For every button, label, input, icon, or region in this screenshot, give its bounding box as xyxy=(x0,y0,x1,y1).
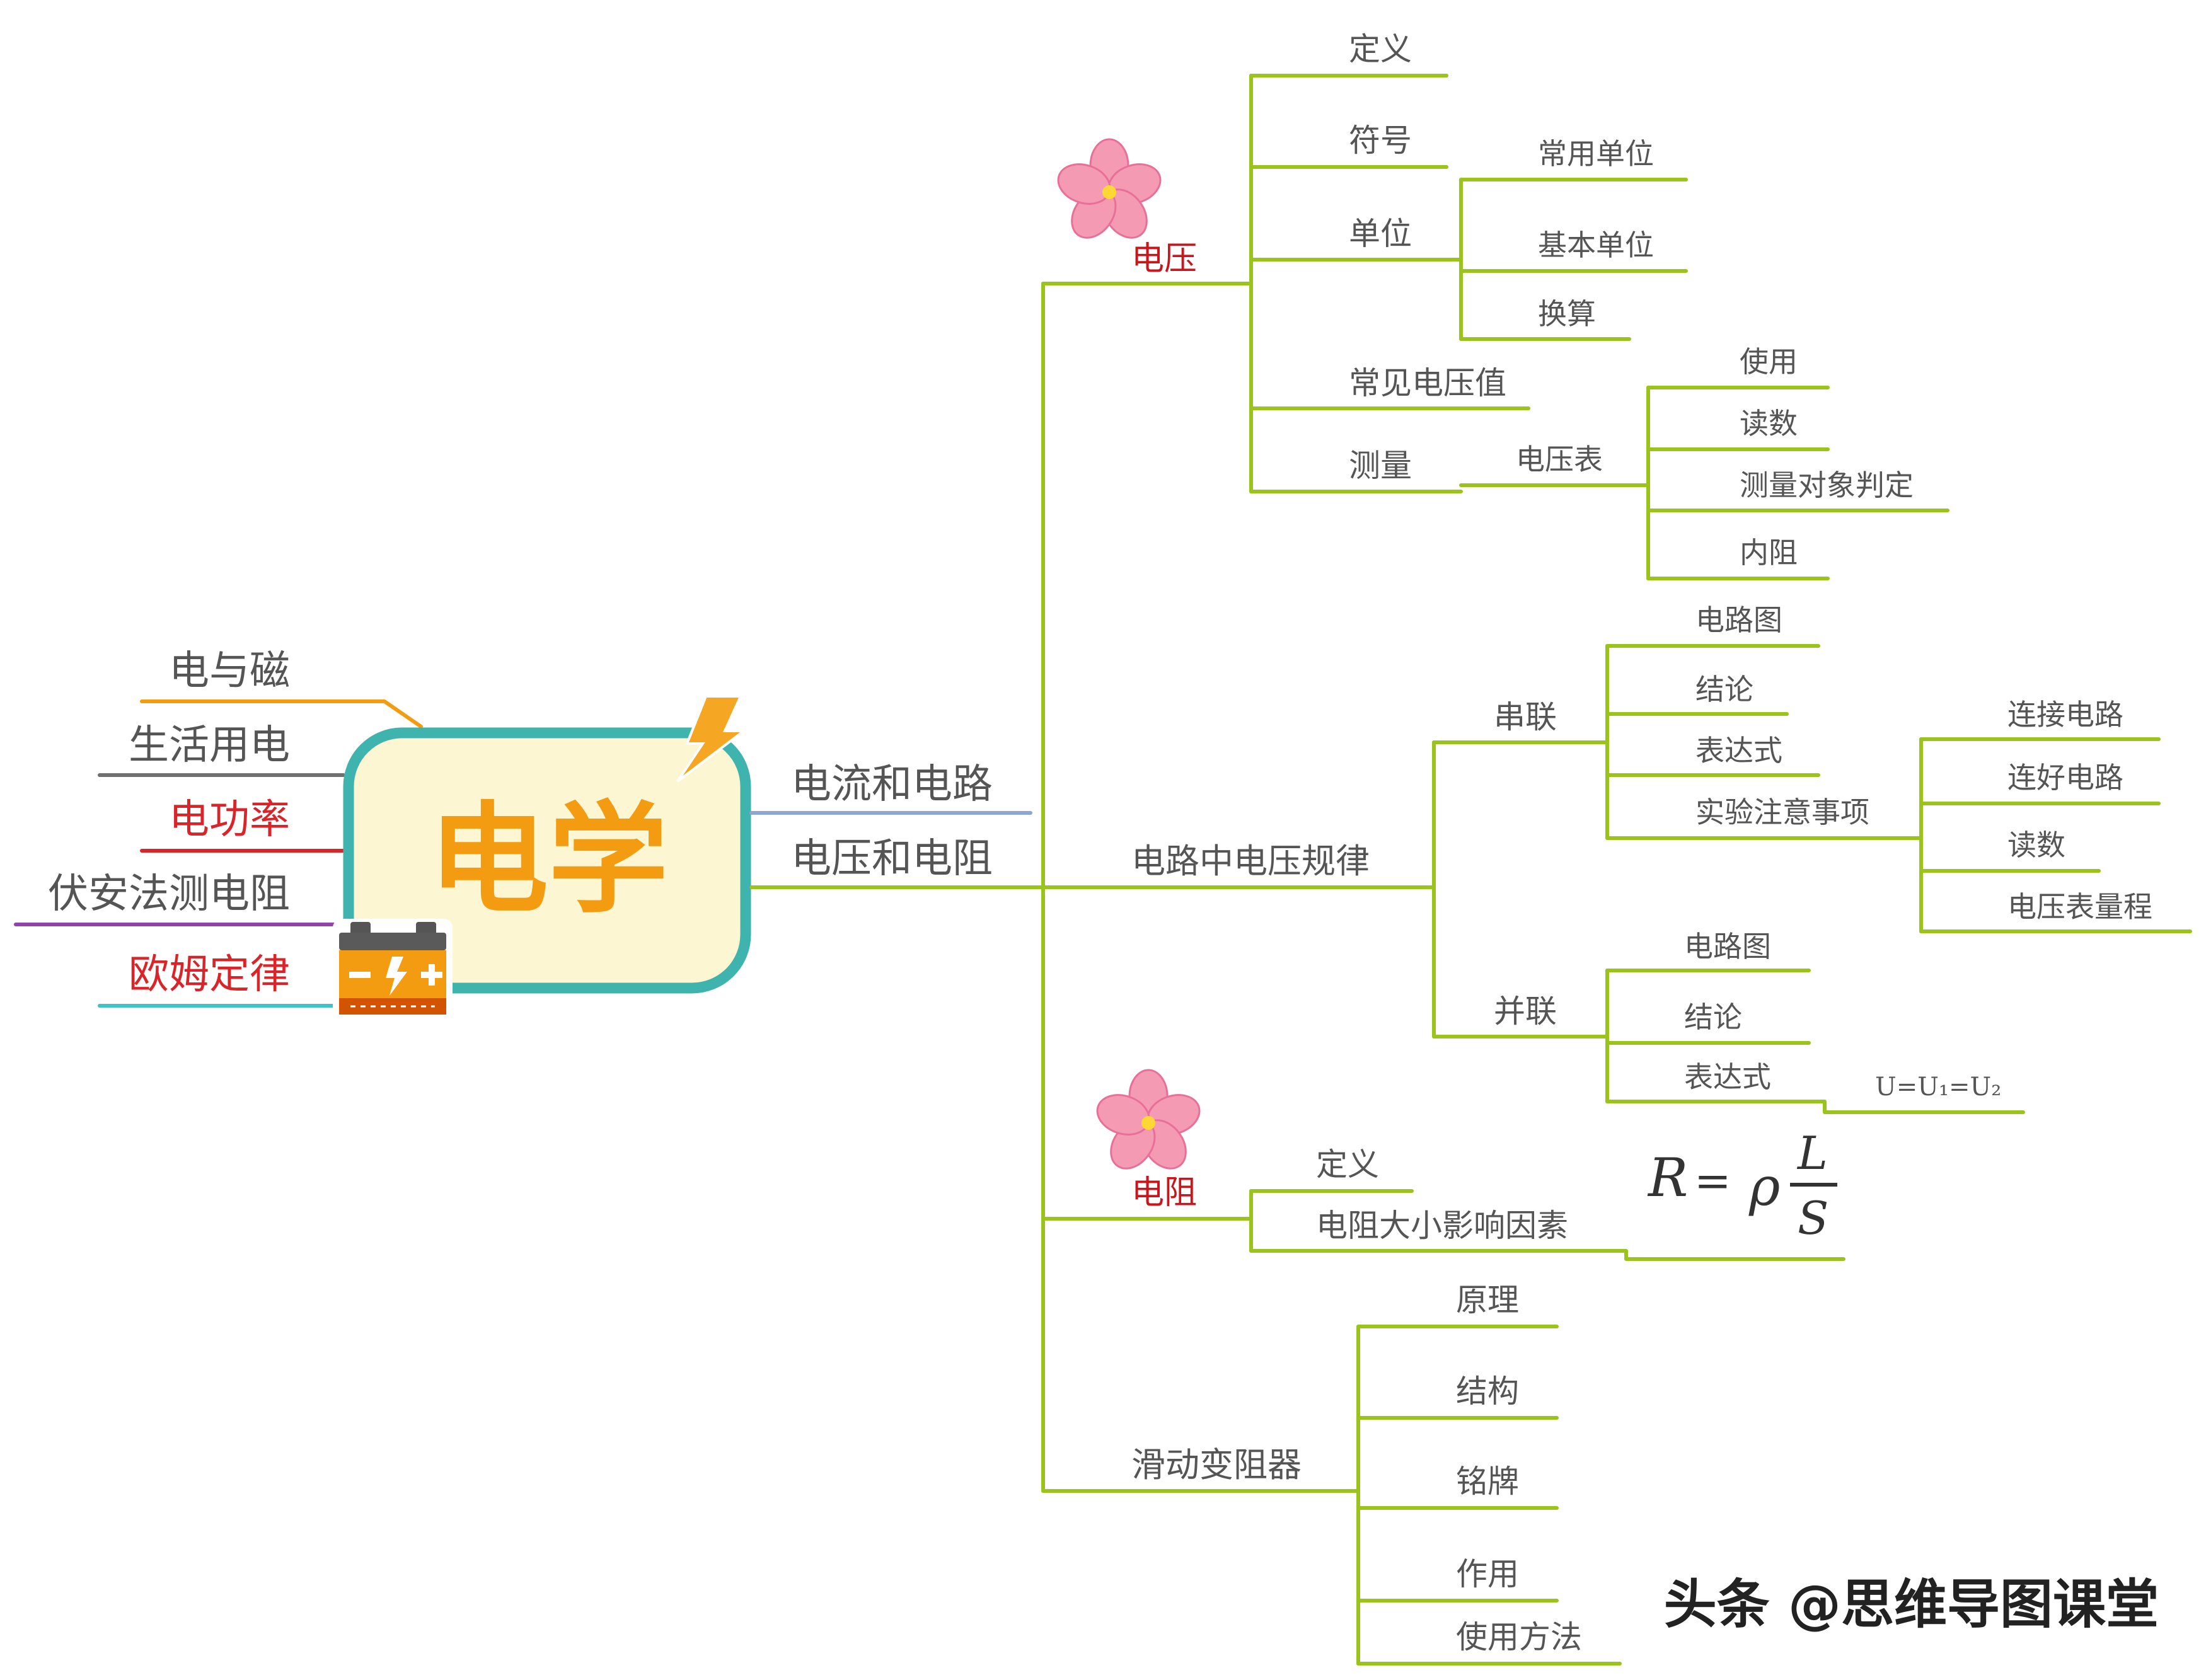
meter-internal-resistance[interactable]: 内阻 xyxy=(1740,536,1798,570)
meter-target[interactable]: 测量对象判定 xyxy=(1740,468,1914,502)
voltmeter[interactable]: 电压表 xyxy=(1516,442,1603,476)
branch-voltage-resistance[interactable]: 电压和电阻 xyxy=(791,836,993,882)
svg-text:R: R xyxy=(1647,1147,1688,1209)
left-branch-voltammetry[interactable]: 伏安法测电阻 xyxy=(48,871,290,918)
left-branch-em[interactable]: 电与磁 xyxy=(169,648,290,694)
svg-text:L: L xyxy=(1796,1127,1828,1180)
series-experiment-notes[interactable]: 实验注意事项 xyxy=(1695,795,1869,829)
parallel-formula: U=U₁=U₂ xyxy=(1875,1073,2001,1102)
branch-circuit[interactable]: 电流和电路 xyxy=(791,761,993,808)
left-branch-ohm[interactable]: 欧姆定律 xyxy=(129,952,290,998)
left-branch-power[interactable]: 电功率 xyxy=(169,797,290,843)
sakura-flower-icon xyxy=(1096,1069,1201,1170)
meter-reading[interactable]: 读数 xyxy=(1740,406,1798,440)
node-voltage[interactable]: 电压 xyxy=(1131,240,1197,278)
watermark: 头条 @思维导图课堂 xyxy=(1664,1574,2159,1635)
resistance-definition[interactable]: 定义 xyxy=(1316,1146,1379,1183)
exp-connected[interactable]: 连好电路 xyxy=(2007,761,2123,795)
rheostat-nameplate[interactable]: 铭牌 xyxy=(1456,1463,1519,1500)
exp-meter-range[interactable]: 电压表量程 xyxy=(2007,890,2152,924)
voltage-definition[interactable]: 定义 xyxy=(1349,31,1412,67)
resistance-factors[interactable]: 电阻大小影响因素 xyxy=(1316,1207,1568,1244)
series-conclusion[interactable]: 结论 xyxy=(1695,672,1753,706)
series-diagram[interactable]: 电路图 xyxy=(1695,603,1782,637)
svg-text:=: = xyxy=(1694,1155,1731,1207)
unit-basic[interactable]: 基本单位 xyxy=(1538,228,1654,262)
node-series[interactable]: 串联 xyxy=(1494,699,1557,735)
voltage-unit[interactable]: 单位 xyxy=(1349,216,1412,252)
rheostat-principle[interactable]: 原理 xyxy=(1456,1282,1519,1318)
rheostat-structure[interactable]: 结构 xyxy=(1456,1373,1519,1410)
node-circuit-law[interactable]: 电路中电压规律 xyxy=(1131,841,1370,881)
voltage-measure[interactable]: 测量 xyxy=(1349,447,1412,484)
sakura-flower-icon xyxy=(1057,138,1162,239)
rheostat-usage[interactable]: 使用方法 xyxy=(1456,1619,1582,1655)
rheostat-function[interactable]: 作用 xyxy=(1456,1556,1519,1592)
meter-use[interactable]: 使用 xyxy=(1740,345,1798,379)
resistance-formula: R = ρ L S xyxy=(1647,1127,1837,1245)
unit-conversion[interactable]: 换算 xyxy=(1538,297,1596,331)
svg-text:S: S xyxy=(1798,1192,1828,1245)
exp-connect[interactable]: 连接电路 xyxy=(2007,698,2123,732)
node-rheostat[interactable]: 滑动变阻器 xyxy=(1131,1445,1302,1485)
parallel-conclusion[interactable]: 结论 xyxy=(1684,1000,1742,1034)
svg-text:ρ: ρ xyxy=(1748,1156,1780,1217)
node-resistance[interactable]: 电阻 xyxy=(1131,1174,1197,1212)
lightning-icon xyxy=(676,695,748,783)
node-parallel[interactable]: 并联 xyxy=(1494,993,1557,1030)
central-title: 电学 xyxy=(429,790,668,929)
voltage-symbol[interactable]: 符号 xyxy=(1349,122,1412,159)
exp-reading[interactable]: 读数 xyxy=(2007,828,2065,862)
parallel-expression[interactable]: 表达式 xyxy=(1684,1060,1771,1094)
left-branch-household[interactable]: 生活用电 xyxy=(129,722,290,769)
parallel-diagram[interactable]: 电路图 xyxy=(1684,929,1771,964)
unit-common[interactable]: 常用单位 xyxy=(1538,137,1654,171)
battery-icon xyxy=(333,919,453,1020)
series-expression[interactable]: 表达式 xyxy=(1695,734,1782,768)
voltage-common-values[interactable]: 常见电压值 xyxy=(1349,365,1506,401)
